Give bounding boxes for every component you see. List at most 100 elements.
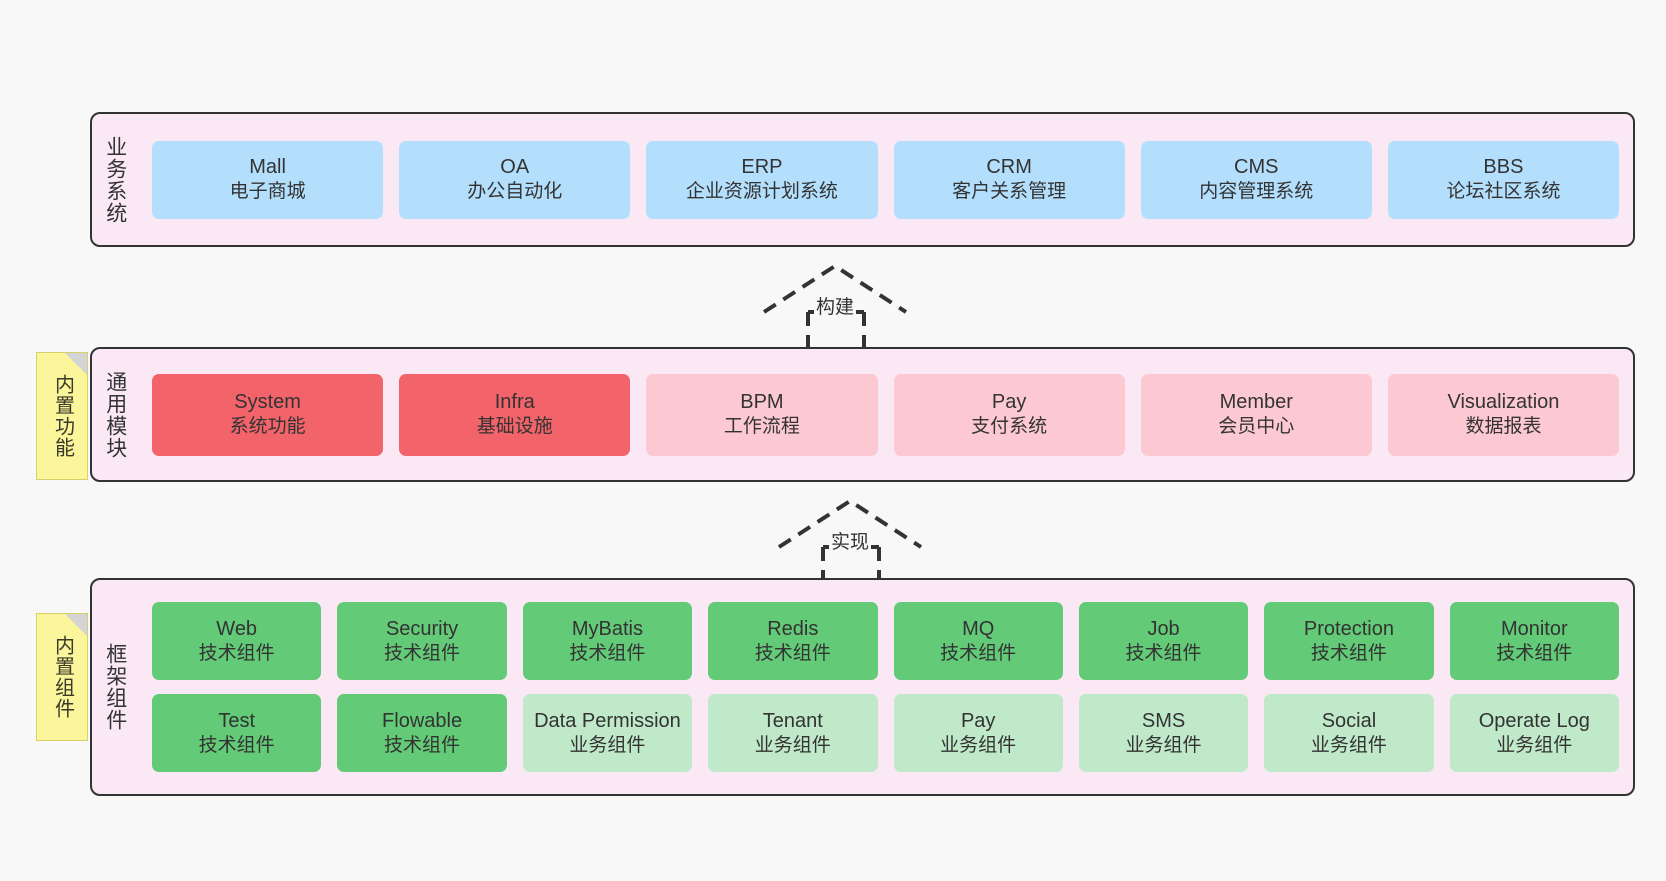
card-pay-component-title: Pay xyxy=(960,709,996,732)
card-job[interactable]: Job 技术组件 xyxy=(1078,602,1249,680)
card-social-title: Social xyxy=(1321,709,1377,732)
card-tenant[interactable]: Tenant 业务组件 xyxy=(708,694,878,772)
card-monitor-title: Monitor xyxy=(1500,617,1568,640)
card-bpm-title: BPM xyxy=(740,391,784,414)
card-crm-title: CRM xyxy=(986,156,1032,179)
layer-framework-components: 框架组件 Web 技术组件 Security 技术组件 MyBatis 技术组件… xyxy=(90,578,1635,796)
card-bbs-subtitle: 论坛社区系统 xyxy=(1446,181,1561,203)
card-pay-module-subtitle: 支付系统 xyxy=(971,416,1048,438)
card-mq-title: MQ xyxy=(962,617,995,640)
card-sms[interactable]: SMS 业务组件 xyxy=(1078,694,1249,772)
layer-common-modules-title: 通用模块 xyxy=(103,370,127,459)
layer-business-systems-cards: Mall 电子商城 OA 办公自动化 ERP 企业资源计划系统 CRM 客户关系… xyxy=(138,114,1633,245)
card-web[interactable]: Web 技术组件 xyxy=(152,602,322,680)
card-protection[interactable]: Protection 技术组件 xyxy=(1264,602,1434,680)
card-bpm[interactable]: BPM 工作流程 xyxy=(646,373,878,456)
layer-common-modules-cards: System 系统功能 Infra 基础设施 BPM 工作流程 Pay 支付系统… xyxy=(138,349,1633,480)
card-infra-title: Infra xyxy=(494,391,535,414)
card-social[interactable]: Social 业务组件 xyxy=(1264,694,1434,772)
card-cms[interactable]: CMS 内容管理系统 xyxy=(1140,140,1372,219)
card-mall-title: Mall xyxy=(249,156,286,179)
card-system[interactable]: System 系统功能 xyxy=(152,373,384,456)
card-data-permission-title: Data Permission xyxy=(534,709,681,732)
card-crm-subtitle: 客户关系管理 xyxy=(952,181,1067,203)
card-test-title: Test xyxy=(218,709,256,732)
card-test-subtitle: 技术组件 xyxy=(198,734,275,756)
card-member[interactable]: Member 会员中心 xyxy=(1140,373,1372,456)
layer-framework-components-cards: Web 技术组件 Security 技术组件 MyBatis 技术组件 Redi… xyxy=(138,580,1633,794)
framework-row-business: Test 技术组件 Flowable 技术组件 Data Permission … xyxy=(152,694,1619,772)
card-web-subtitle: 技术组件 xyxy=(198,642,275,664)
card-mall-subtitle: 电子商城 xyxy=(229,181,306,203)
card-oa[interactable]: OA 办公自动化 xyxy=(399,140,631,219)
card-redis-subtitle: 技术组件 xyxy=(754,642,831,664)
card-visualization[interactable]: Visualization 数据报表 xyxy=(1387,373,1620,456)
card-infra-subtitle: 基础设施 xyxy=(476,416,553,438)
card-pay-component[interactable]: Pay 业务组件 xyxy=(893,694,1063,772)
sticky-fold-corner-icon xyxy=(65,614,87,636)
card-flowable-subtitle: 技术组件 xyxy=(384,734,461,756)
card-pay-component-subtitle: 业务组件 xyxy=(940,734,1017,756)
card-bbs-title: BBS xyxy=(1483,156,1524,179)
layer-business-systems: 业务系统 Mall 电子商城 OA 办公自动化 ERP 企业资源计划系统 CRM… xyxy=(90,112,1635,247)
sticky-note-builtin-component-label: 内置组件 xyxy=(51,635,74,719)
card-mall[interactable]: Mall 电子商城 xyxy=(152,140,384,219)
card-security-subtitle: 技术组件 xyxy=(384,642,461,664)
framework-row-technical: Web 技术组件 Security 技术组件 MyBatis 技术组件 Redi… xyxy=(152,602,1619,680)
card-flowable-title: Flowable xyxy=(382,709,463,732)
card-pay-module-title: Pay xyxy=(991,391,1027,414)
layer-business-systems-title: 业务系统 xyxy=(103,135,127,224)
sticky-note-builtin-component: 内置组件 xyxy=(36,613,88,741)
card-crm[interactable]: CRM 客户关系管理 xyxy=(893,140,1125,219)
card-infra[interactable]: Infra 基础设施 xyxy=(399,373,631,456)
card-mybatis-title: MyBatis xyxy=(571,617,643,640)
card-redis-title: Redis xyxy=(767,617,819,640)
card-mq-subtitle: 技术组件 xyxy=(940,642,1017,664)
card-social-subtitle: 业务组件 xyxy=(1310,734,1387,756)
card-oa-title: OA xyxy=(500,156,530,179)
card-operate-log-title: Operate Log xyxy=(1478,709,1590,732)
sticky-note-builtin-function-label: 内置功能 xyxy=(51,374,74,458)
card-monitor[interactable]: Monitor 技术组件 xyxy=(1449,602,1619,680)
card-oa-subtitle: 办公自动化 xyxy=(467,181,563,203)
card-protection-title: Protection xyxy=(1303,617,1394,640)
card-member-title: Member xyxy=(1219,391,1293,414)
card-mybatis[interactable]: MyBatis 技术组件 xyxy=(522,602,693,680)
arrowhead-triangle xyxy=(762,263,908,314)
card-cms-title: CMS xyxy=(1234,156,1279,179)
card-system-title: System xyxy=(234,391,301,414)
card-visualization-subtitle: 数据报表 xyxy=(1465,416,1542,438)
card-member-subtitle: 会员中心 xyxy=(1218,416,1295,438)
card-tenant-title: Tenant xyxy=(762,709,823,732)
card-security-title: Security xyxy=(385,617,459,640)
card-pay-module[interactable]: Pay 支付系统 xyxy=(893,373,1125,456)
card-flowable[interactable]: Flowable 技术组件 xyxy=(337,694,507,772)
card-operate-log-subtitle: 业务组件 xyxy=(1496,734,1573,756)
card-job-title: Job xyxy=(1147,617,1180,640)
layer-common-modules: 通用模块 System 系统功能 Infra 基础设施 BPM 工作流程 Pay… xyxy=(90,347,1635,482)
card-redis[interactable]: Redis 技术组件 xyxy=(708,602,878,680)
card-protection-subtitle: 技术组件 xyxy=(1310,642,1387,664)
sticky-note-builtin-function: 内置功能 xyxy=(36,352,88,480)
card-bbs[interactable]: BBS 论坛社区系统 xyxy=(1387,140,1620,219)
card-test[interactable]: Test 技术组件 xyxy=(152,694,322,772)
card-monitor-subtitle: 技术组件 xyxy=(1496,642,1573,664)
connector-build: 构建 xyxy=(760,262,910,348)
card-tenant-subtitle: 业务组件 xyxy=(754,734,831,756)
card-bpm-subtitle: 工作流程 xyxy=(723,416,800,438)
card-data-permission-subtitle: 业务组件 xyxy=(569,734,646,756)
card-operate-log[interactable]: Operate Log 业务组件 xyxy=(1449,694,1619,772)
connector-implement: 实现 xyxy=(775,497,925,583)
card-erp[interactable]: ERP 企业资源计划系统 xyxy=(646,140,878,219)
card-erp-title: ERP xyxy=(741,156,783,179)
card-erp-subtitle: 企业资源计划系统 xyxy=(685,181,838,203)
card-web-title: Web xyxy=(216,617,258,640)
card-job-subtitle: 技术组件 xyxy=(1125,642,1202,664)
card-data-permission[interactable]: Data Permission 业务组件 xyxy=(522,694,693,772)
card-mq[interactable]: MQ 技术组件 xyxy=(893,602,1063,680)
card-mybatis-subtitle: 技术组件 xyxy=(569,642,646,664)
card-security[interactable]: Security 技术组件 xyxy=(337,602,507,680)
connector-implement-label: 实现 xyxy=(828,527,872,554)
card-sms-subtitle: 业务组件 xyxy=(1125,734,1202,756)
